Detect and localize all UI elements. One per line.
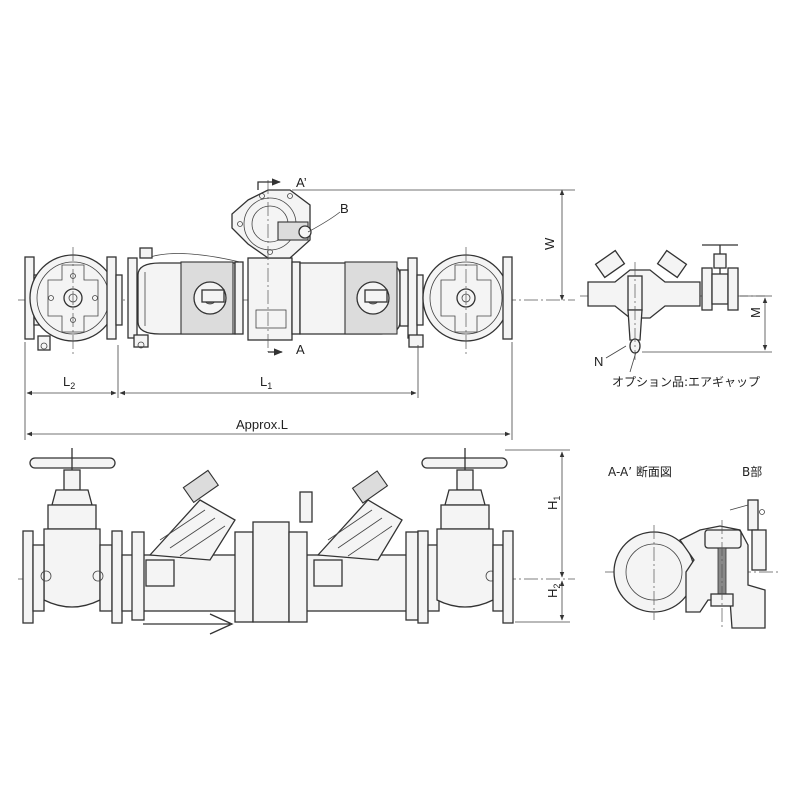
label-l2: L2 <box>63 374 75 391</box>
label-n: N <box>594 354 603 369</box>
label-m: M <box>748 307 763 318</box>
plan-view <box>18 178 575 356</box>
option-note: オプション品:エアギャップ <box>612 375 760 389</box>
left-check-valve-plan <box>127 247 244 349</box>
right-handwheel-plan <box>416 254 513 342</box>
dimension-w <box>292 189 575 301</box>
dimension-m <box>642 295 772 353</box>
right-check-valve-plan <box>291 257 424 348</box>
label-h2: H2 <box>545 584 562 598</box>
label-w: W <box>542 237 557 250</box>
label-approx-l: Approx.L <box>236 417 288 432</box>
dimension-h <box>505 449 570 623</box>
section-view-title: A-A’ 断面図 <box>608 464 672 479</box>
dimension-l <box>24 342 513 440</box>
label-a: A <box>296 342 305 357</box>
front-elevation <box>18 448 575 635</box>
label-h1: H1 <box>545 496 562 510</box>
center-body-plan <box>231 189 312 341</box>
check-valve-assembly <box>121 469 419 623</box>
section-view <box>605 499 780 630</box>
left-handwheel-plan <box>24 254 123 351</box>
label-a-prime: A’ <box>296 175 307 190</box>
side-view-small <box>580 244 765 360</box>
label-l1: L1 <box>260 374 272 391</box>
left-gate-valve <box>22 448 123 624</box>
right-gate-valve <box>417 448 514 624</box>
part-b-view-title: B部 <box>742 464 762 479</box>
label-b: B <box>340 201 349 216</box>
